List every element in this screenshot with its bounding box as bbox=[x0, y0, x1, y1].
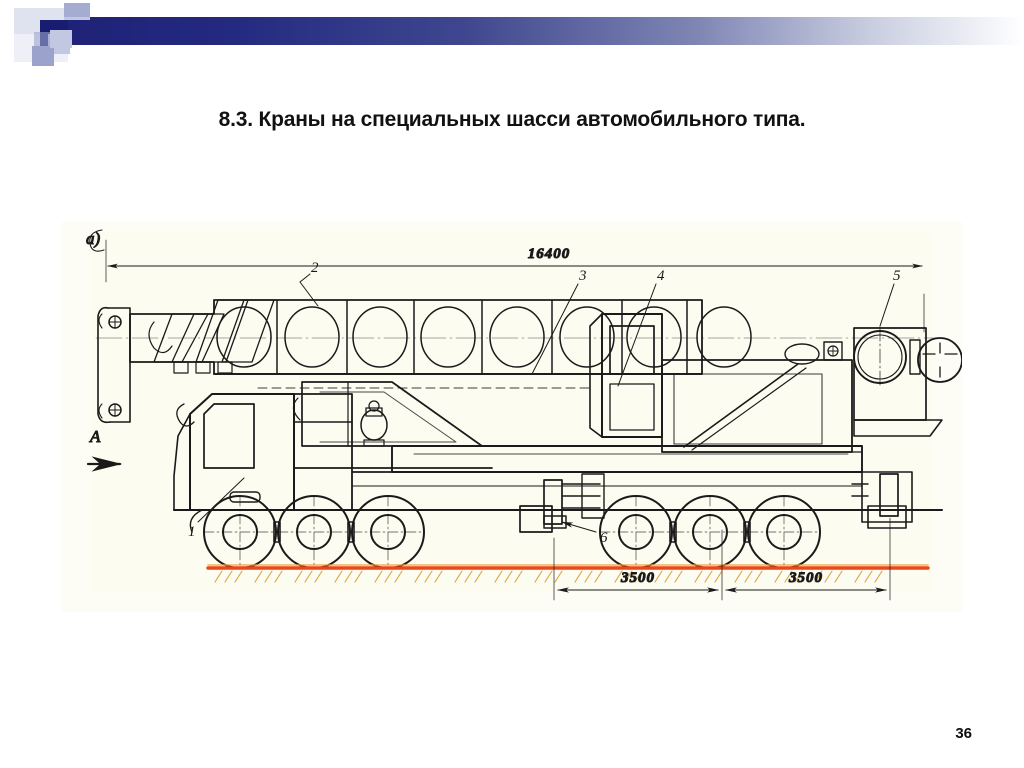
callout-1: 1 bbox=[188, 524, 196, 540]
callout-6: 6 bbox=[600, 530, 608, 546]
callout-5: 5 bbox=[893, 268, 901, 284]
page-title: 8.3. Краны на специальных шасси автомоби… bbox=[218, 108, 806, 131]
callout-4: 4 bbox=[657, 268, 665, 284]
callout-3: 3 bbox=[578, 268, 587, 284]
view-mark-label: а) bbox=[86, 229, 101, 248]
dimension-axle-spacing-1: 3500 bbox=[620, 570, 655, 586]
callout-2: 2 bbox=[311, 260, 319, 276]
dimension-axle-spacing-2: 3500 bbox=[788, 570, 823, 586]
page-number: 36 bbox=[955, 725, 972, 742]
crane-technical-drawing: а) 16400 bbox=[62, 222, 962, 612]
decor-square-mid-3 bbox=[32, 46, 54, 66]
dimension-overall-length: 16400 bbox=[528, 246, 571, 262]
decor-square-light-3 bbox=[50, 30, 72, 48]
decor-square-mid-1 bbox=[64, 3, 90, 17]
header-gradient-bar bbox=[64, 17, 1024, 45]
header-decoration bbox=[0, 0, 1024, 72]
section-mark-label: A bbox=[89, 427, 101, 446]
